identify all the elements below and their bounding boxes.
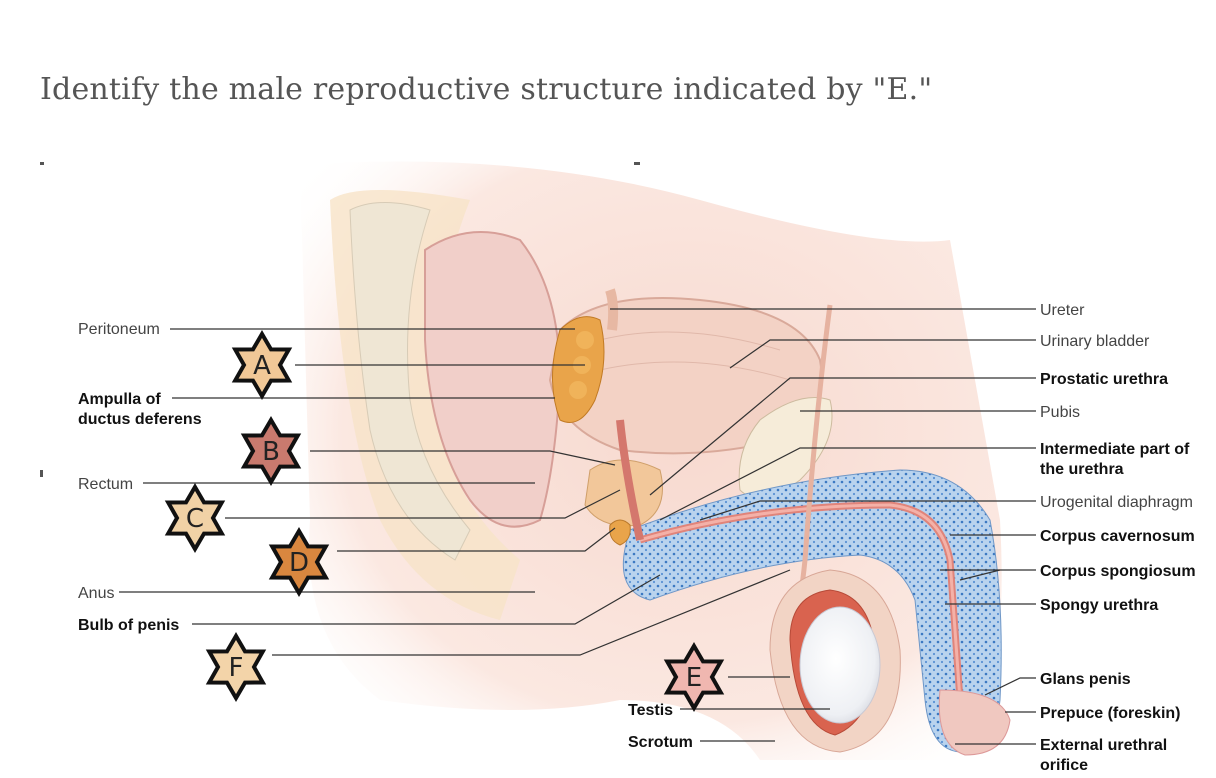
marker-letter: B (262, 437, 280, 467)
marker-b: B (240, 416, 302, 486)
pubis (738, 397, 833, 499)
label-corpus-spongiosum: Corpus spongiosum (1040, 563, 1196, 580)
marker-f: F (205, 632, 267, 702)
question-text: Identify the male reproductive structure… (40, 72, 933, 107)
star-icon (164, 483, 226, 553)
star-icon (240, 416, 302, 486)
label-urinary-bladder: Urinary bladder (1040, 333, 1150, 350)
label-intermediate-urethra: Intermediate part of the urethra (1040, 441, 1194, 478)
star-icon (231, 330, 293, 400)
marker-letter: A (253, 351, 271, 381)
label-anus: Anus (78, 585, 114, 602)
ureter (605, 288, 619, 331)
tick-mark (40, 162, 44, 165)
star-icon (268, 527, 330, 597)
star-icon (663, 642, 725, 712)
marker-letter: F (229, 653, 244, 683)
marker-e: E (663, 642, 725, 712)
label-peritoneum: Peritoneum (78, 321, 160, 338)
bulbourethral-gland (609, 519, 631, 546)
scrotum (769, 569, 901, 753)
label-pubis: Pubis (1040, 404, 1080, 421)
prostatic-urethra (616, 419, 644, 541)
marker-a: A (231, 330, 293, 400)
tick-mark (40, 470, 43, 477)
marker-letter: C (186, 504, 204, 534)
marker-letter: D (289, 548, 309, 578)
penis (622, 469, 1011, 756)
marker-letter: E (686, 663, 702, 693)
label-spongy-urethra: Spongy urethra (1040, 597, 1158, 614)
leader-lines (119, 308, 1036, 745)
marker-d: D (268, 527, 330, 597)
label-rectum: Rectum (78, 476, 133, 493)
label-urogenital-diaphragm: Urogenital diaphragm (1040, 494, 1193, 511)
label-corpus-cavernosum: Corpus cavernosum (1040, 528, 1195, 545)
label-ureter: Ureter (1040, 302, 1085, 319)
label-scrotum: Scrotum (628, 734, 693, 751)
tick-mark (634, 162, 640, 165)
label-ampulla: Ampulla of ductus deferens (78, 391, 202, 428)
label-external-urethral-orifice: External urethral orifice (1040, 737, 1172, 774)
label-prostatic-urethra: Prostatic urethra (1040, 371, 1168, 388)
label-testis: Testis (628, 702, 673, 719)
label-prepuce: Prepuce (foreskin) (1040, 705, 1180, 722)
label-glans-penis: Glans penis (1040, 671, 1131, 688)
marker-c: C (164, 483, 226, 553)
label-bulb-of-penis: Bulb of penis (78, 617, 179, 634)
star-icon (205, 632, 267, 702)
testis (799, 606, 881, 724)
